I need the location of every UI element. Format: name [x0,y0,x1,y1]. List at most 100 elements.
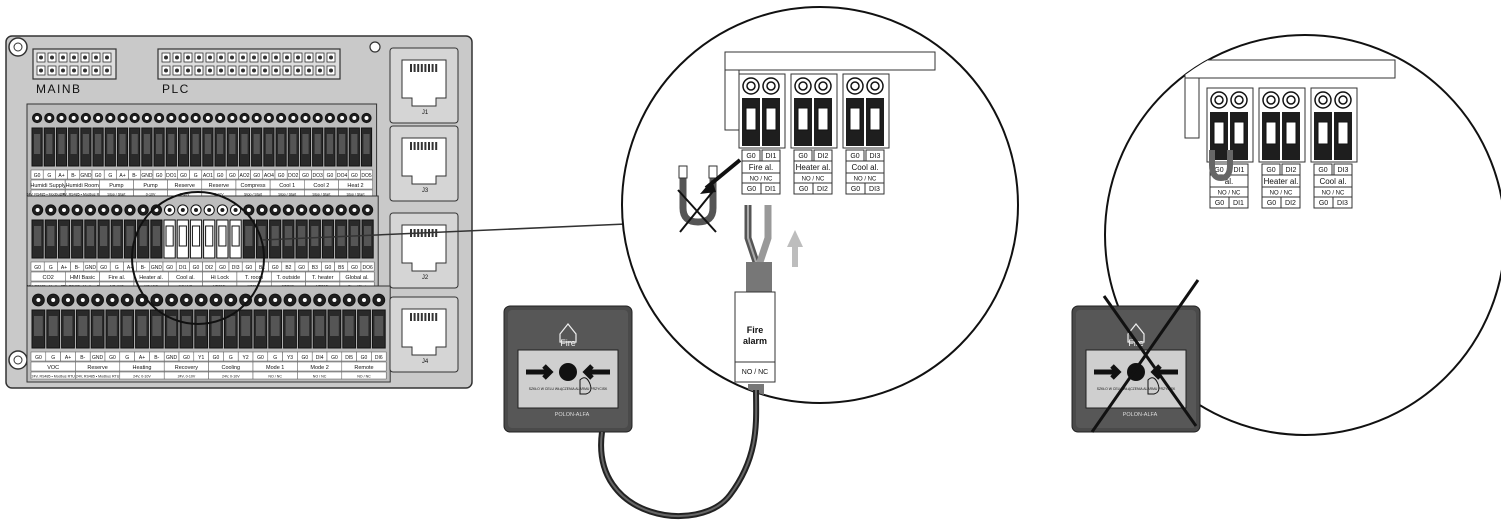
pin-label: G0 [213,355,220,361]
spec-label: NO / NC [268,375,282,379]
zoom-contact-label: NO / NC [750,177,773,183]
pin-label: G [51,355,55,361]
pin-label: G0 [34,265,41,271]
pin-label: G0 [331,355,338,361]
zoom-bottom-label: G0 [1215,200,1224,207]
pin-label-cell [360,169,373,180]
zoom-group-label: Heater al. [796,163,831,172]
pin-label: Y3 [287,355,293,361]
spec-label: Stop / Start [312,193,330,197]
zoom-bottom-label: DI3 [869,186,880,193]
pin-label: G [115,265,119,271]
pin-label: GND [85,265,97,271]
call-point-button [559,363,577,381]
group-label: Mode 1 [266,365,284,371]
mainb-connector [32,48,117,80]
pin-label: G0 [34,173,41,179]
pin-label: DO2 [288,173,299,179]
fire-alarm-contact: NO / NC [742,369,768,376]
pin-label: G0 [229,173,236,179]
pin-label: G0 [156,173,163,179]
fire-icon [559,323,577,343]
pin-label: DI6 [375,355,383,361]
pin-label-cell [371,351,387,362]
pin-label: AO2 [239,173,249,179]
invalid-cross [1090,279,1200,433]
zoom-pin-label: G0 [1266,167,1275,174]
group-label: Remote [354,365,373,371]
call-point-brand: POLON-ALFA [555,412,590,418]
mount-hole-bottom-left [8,350,28,370]
pin-label: A+ [65,355,71,361]
pin-label: G0 [100,265,107,271]
pin-label: AO4 [264,173,274,179]
zoom-bottom-label: DI1 [1233,200,1244,207]
zoom-pin-label: DI3 [1338,167,1349,174]
pin-label: G [229,355,233,361]
pin-label: DI2 [205,265,213,271]
pin-label: GND [141,173,153,179]
arrow-left-icon [1150,364,1178,380]
group-label: Global al. [345,275,369,281]
jumper-wire [1209,150,1233,182]
pin-label: A+ [127,265,133,271]
pin-label: GND [166,355,178,361]
plc-connector [157,48,341,80]
group-label: Humidi Room [66,183,100,189]
pin-label: B5 [338,265,344,271]
pin-label: DO6 [362,265,373,271]
zoom-pin-label: G0 [746,153,755,160]
pin-label: G0 [361,355,368,361]
zoom-group-label: Cool al. [1319,177,1346,186]
zoom-bottom-cell [1332,196,1353,209]
mainb-label: MAINB [36,82,82,96]
pin-label: B2 [285,265,291,271]
pin-label: G0 [109,355,116,361]
hand-icon [579,377,592,395]
group-label: Heater al. [139,275,163,281]
pin-label: B- [80,355,85,361]
pin-label: B1 [259,265,265,271]
pin-label: G0 [245,265,252,271]
pin-label: G0 [302,173,309,179]
pin-label: A+ [58,173,64,179]
pin-label: G0 [278,173,285,179]
jack-label: J2 [422,275,429,281]
group-label: Humidi Supply [30,183,66,189]
spec-label: 24V, RS485 • Modbus RTU [61,193,105,197]
zoom-pin-label: DI3 [870,153,881,160]
zoom-pin-label: DI1 [766,153,777,160]
pin-label: Y2 [243,355,249,361]
zoom-group-label: Cool al. [851,163,878,172]
group-label: CO2 [43,275,54,281]
fire-alarm-device [734,291,776,383]
pin-label: DI1 [179,265,187,271]
spec-label: 0-10V [146,193,156,197]
pin-label: G0 [183,355,190,361]
group-label: Reserve [87,365,107,371]
pin-label: DO1 [166,173,177,179]
spec-label: 0-10V [180,193,190,197]
spec-label: 24V, 0-10V [222,375,240,379]
zoom-group-label: al. [1225,177,1233,186]
pin-label: A+ [119,173,125,179]
zoom-pin-label: G0 [798,153,807,160]
pin-label: G0 [257,355,264,361]
pin-label: G0 [327,173,334,179]
pin-label: GND [80,173,92,179]
pin-label: G0 [351,265,358,271]
zoom-pin-label: DI2 [1286,167,1297,174]
arrow-right-icon [526,364,554,380]
spec-label-cell [341,371,387,380]
fire-icon [1127,323,1145,343]
zoom-bottom-label: DI1 [765,186,776,193]
hand-icon [1147,377,1160,395]
group-label: T. outside [277,275,301,281]
pin-label: Y1 [198,355,204,361]
insert-arrow [787,230,803,267]
zoom-pin-label: DI2 [818,153,829,160]
pin-label: G0 [272,265,279,271]
